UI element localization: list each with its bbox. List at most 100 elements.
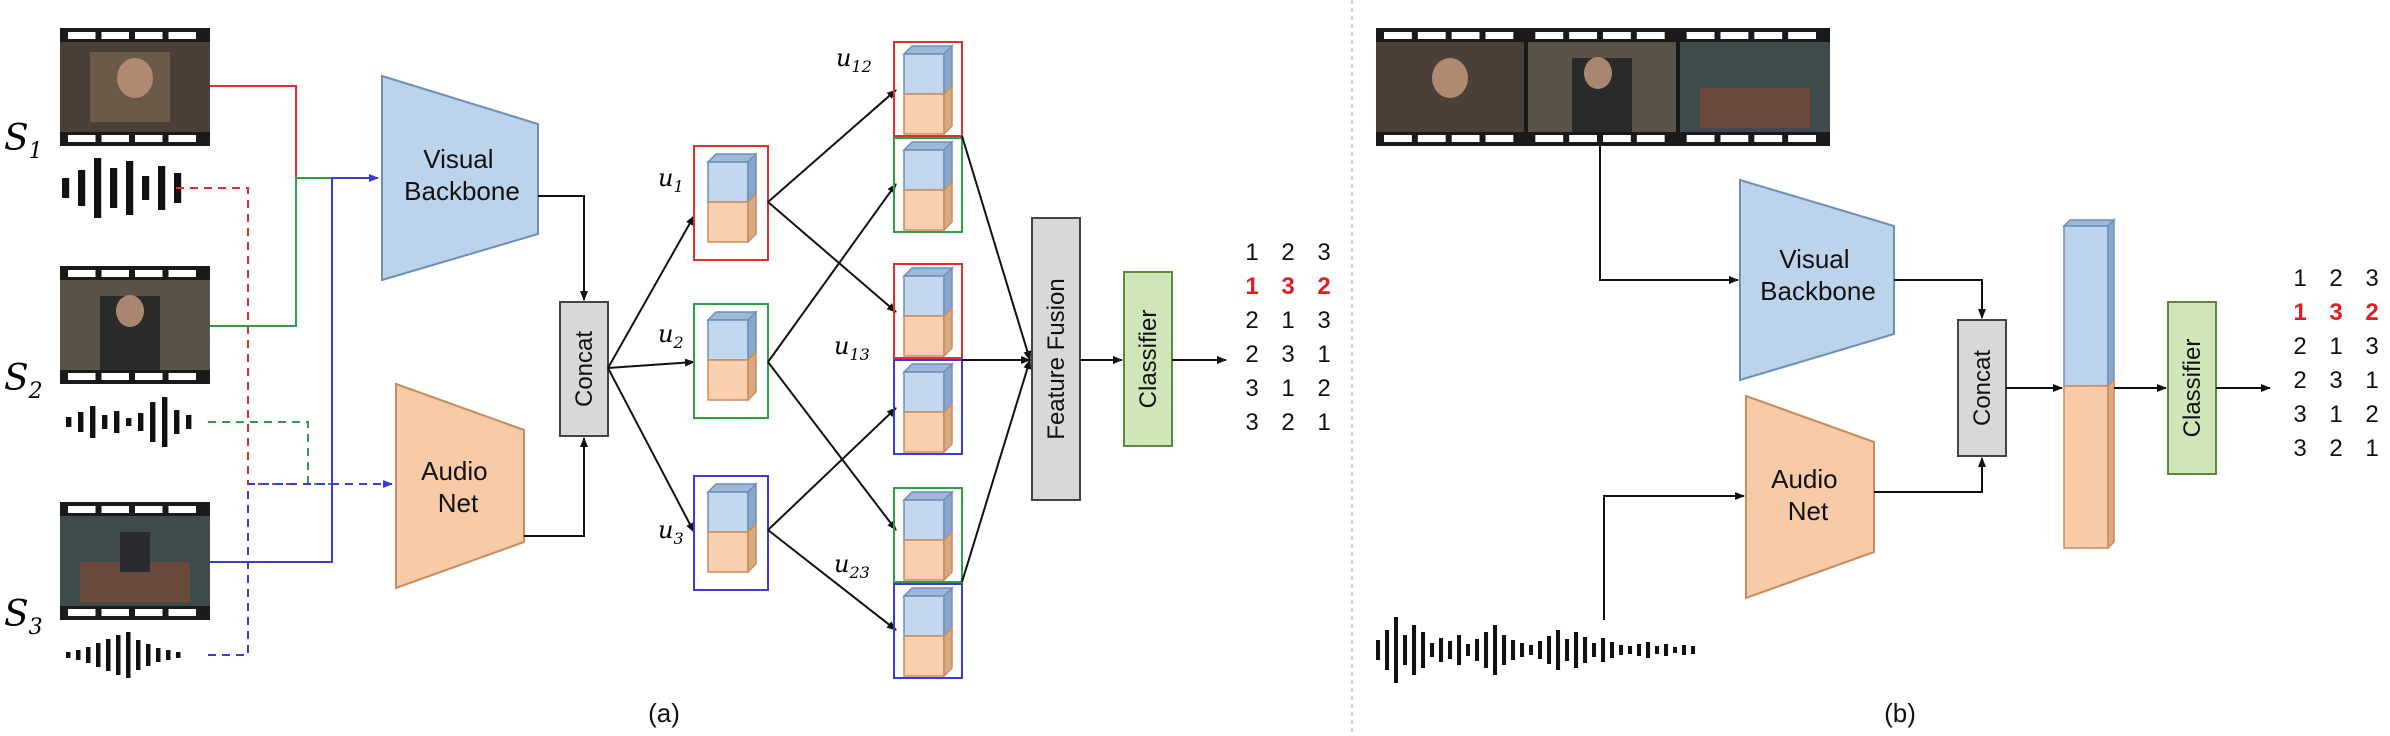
waveform-bar [186,415,192,429]
permutation-digit: 3 [2365,333,2378,360]
visual-backbone-block [1739,178,1895,382]
permutation-digit: 2 [1245,341,1258,368]
concat-label: Concat [1969,350,1996,426]
waveform-bar [1664,644,1669,656]
waveform-bar [102,415,108,429]
waveform-bar [1574,632,1579,668]
permutation-digit: 2 [1317,273,1330,300]
permutation-digit: 3 [1245,375,1258,402]
waveform-bar [176,652,181,658]
permutation-digit: 1 [1245,239,1258,266]
concat-label: Concat [571,331,598,407]
unit-feature-boxes [693,145,769,591]
waveform-bar [1619,645,1624,655]
backbone-to-concat-arrow [538,195,588,301]
waveform-bar [1376,640,1381,660]
unit-u1-box [693,145,769,261]
segment-2-video-link [210,177,332,327]
pair-u12-first-box [893,41,963,137]
pair-feature-boxes [893,41,963,679]
waveform-bar [1394,617,1399,683]
waveform-bar [1547,636,1552,664]
waveform-bar [96,643,101,667]
pair-to-fusion-arrows [961,135,1032,583]
segment-3-audio-waveform [66,632,181,678]
unit-u1-label: u1 [658,164,684,196]
permutation-digit: 3 [2293,401,2306,428]
waveform-bar [174,410,180,434]
audio-net-label: Audio Net [1771,464,1845,526]
audio-to-audionet-arrow [1603,492,1745,620]
pair-u13-label: u13 [834,332,870,364]
concat-block [1957,319,2007,457]
permutation-digit: 1 [2293,299,2306,326]
waveform-bar [1610,642,1615,658]
permutation-digit: 2 [2329,265,2342,292]
concat-to-u3-arrow [607,367,695,533]
permutation-digit: 2 [1281,239,1294,266]
permutation-digit: 3 [2329,299,2342,326]
permutation-digit: 1 [1281,307,1294,334]
waveform-bar [1673,647,1678,653]
waveform-bar [1565,639,1570,661]
waveform-bar [162,397,168,447]
waveform-bar [1475,639,1480,661]
waveform-bar [116,635,121,675]
permutation-digit: 2 [2365,401,2378,428]
waveform-bar [156,648,161,662]
waveform-bar [1556,630,1561,670]
pair-u13-first-box [893,263,963,359]
waveform-bar [1646,642,1651,658]
audio-net-block [395,382,525,590]
concat-to-u1-arrow [607,215,695,369]
pair-u23-label: u23 [834,550,870,582]
audio-net-block [1745,394,1875,600]
concatenated-feature-bar [2062,218,2116,550]
waveform-bar [1520,643,1525,657]
waveform-bar [1511,640,1516,660]
waveform-bar [1493,625,1498,675]
waveform-bar [66,652,71,658]
waveform-bar [1403,635,1408,665]
waveform-bar [1439,638,1444,662]
waveform-bar [86,647,91,663]
video-film-strip [1376,28,1830,146]
full-audio-waveform [1376,617,1696,683]
waveform-bar [78,412,84,432]
permutation-digit: 2 [2293,333,2306,360]
panel-a-caption: (a) [648,698,680,728]
waveform-bar [1385,630,1390,670]
visual-backbone-label: Visual Backbone [404,144,520,206]
waveform-bar [1628,646,1633,654]
permutation-digit: 3 [2365,265,2378,292]
permutation-digit: 2 [2329,435,2342,462]
waveform-bar [1529,645,1534,655]
audionet-to-concat-arrow [524,437,588,537]
waveform-bar [158,166,166,210]
segment-2-label: S2 [4,358,43,404]
waveform-bar [138,413,144,431]
classifier-block [1123,271,1173,447]
permutation-digit: 3 [1317,239,1330,266]
waveform-bar [1691,646,1696,654]
classifier-block [2167,301,2217,475]
segment-1-audio-link [176,187,296,485]
waveform-bar [62,178,70,198]
permutation-digit: 2 [2293,367,2306,394]
permutation-digit: 2 [1281,409,1294,436]
waveform-bar [1466,644,1471,656]
visual-backbone-label: Visual Backbone [1760,244,1876,306]
waveform-bar [106,639,111,671]
pair-u12-label: u12 [836,44,872,76]
permutation-digit: 1 [1317,341,1330,368]
pair-u13-second-box [893,359,963,455]
pair-u12-second-box [893,137,963,233]
waveform-bar [126,161,134,215]
permutation-digit: 3 [1245,409,1258,436]
waveform-bar [110,168,118,208]
permutation-digit: 1 [2329,333,2342,360]
waveform-bar [126,418,132,426]
